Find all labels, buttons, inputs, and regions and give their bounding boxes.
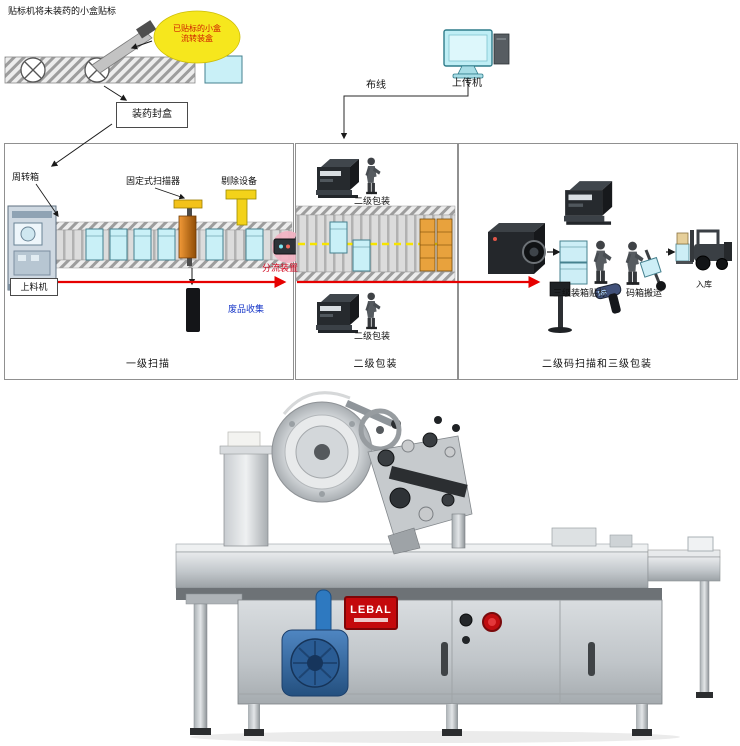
machine-left-frame bbox=[185, 593, 243, 735]
worker-icon bbox=[365, 157, 381, 195]
waste-chute-icon bbox=[186, 268, 200, 332]
product-box bbox=[352, 239, 371, 272]
feeder-machine-icon bbox=[7, 205, 57, 291]
label-applicator-assembly bbox=[219, 391, 473, 555]
panel-level2-pack bbox=[295, 143, 458, 380]
reject-device-icon bbox=[225, 189, 257, 226]
handtruck-worker-icon bbox=[625, 241, 666, 291]
barcode-printer-icon bbox=[564, 181, 613, 225]
bubble-line-1: 已贴标的小盒 bbox=[173, 24, 221, 33]
control-buttons bbox=[459, 612, 502, 644]
camera-scanner-icon bbox=[488, 223, 546, 274]
vacuum-blower bbox=[281, 589, 349, 697]
caption-level1-scan: 一级扫描 bbox=[126, 359, 170, 370]
machine-feet bbox=[244, 704, 652, 736]
caption-level3-pack: 二级码扫描和三级包装 bbox=[542, 359, 652, 370]
palletizing-label: 码箱搬运 bbox=[626, 288, 663, 298]
fill-seal-station-box: 装药封盒 bbox=[116, 102, 188, 128]
worker-icon bbox=[593, 240, 612, 284]
barcode-printer-icon bbox=[316, 294, 359, 333]
cabling-label: 布线 bbox=[366, 80, 386, 91]
label-leader-lines bbox=[35, 183, 186, 217]
panel-level3-pack bbox=[458, 143, 738, 380]
labeled-box-bubble bbox=[153, 10, 241, 64]
labeling-machine-photo bbox=[175, 391, 721, 743]
forklift-icon bbox=[675, 229, 732, 271]
fixed-scanner-label: 固定式扫描器 bbox=[126, 176, 181, 186]
warehousing-label: 入库 bbox=[696, 280, 712, 289]
brand-subline bbox=[354, 617, 388, 622]
product-box bbox=[329, 221, 348, 254]
uploader-label: 上传机 bbox=[452, 78, 482, 89]
turnover-box-label: 周转箱 bbox=[12, 172, 40, 182]
top-flow-arrows bbox=[50, 40, 153, 167]
caption-level2-pack: 二级包装 bbox=[353, 359, 398, 370]
bubble-text: 已贴标的小盒 流转装盒 bbox=[157, 24, 237, 45]
machine-brand-plate: LEBAL bbox=[344, 596, 398, 630]
level2-pack-bottom-label: 二级包装 bbox=[354, 331, 391, 341]
waste-collection-label: 废品收集 bbox=[228, 304, 265, 314]
fixed-scanner-icon bbox=[173, 199, 203, 266]
handheld-scanner-icon bbox=[594, 283, 622, 314]
worker-icon bbox=[365, 292, 381, 330]
reject-device-label: 剔除设备 bbox=[221, 176, 258, 186]
upload-computer-icon bbox=[443, 29, 510, 79]
terminal-stand-icon bbox=[548, 281, 572, 333]
case-labeling-label: 三级装箱贴标 bbox=[553, 288, 608, 298]
bubble-line-2: 流转装盒 bbox=[181, 34, 213, 44]
stacked-case-boxes bbox=[559, 240, 588, 285]
diverter-label: 分流装置 bbox=[262, 263, 299, 273]
top-note: 贴标机将未装药的小盒贴标 bbox=[8, 6, 117, 16]
case-boxes bbox=[419, 218, 453, 272]
feeder-label: 上料机 bbox=[10, 278, 58, 296]
machine-shadow bbox=[190, 731, 680, 743]
level2-pack-top-label: 二级包装 bbox=[354, 196, 391, 206]
cabling-line bbox=[340, 80, 469, 140]
brand-text: LEBAL bbox=[350, 603, 392, 616]
deck-accessories bbox=[551, 527, 633, 548]
barcode-printer-icon bbox=[316, 159, 359, 198]
top-labeler-schematic bbox=[4, 20, 243, 84]
